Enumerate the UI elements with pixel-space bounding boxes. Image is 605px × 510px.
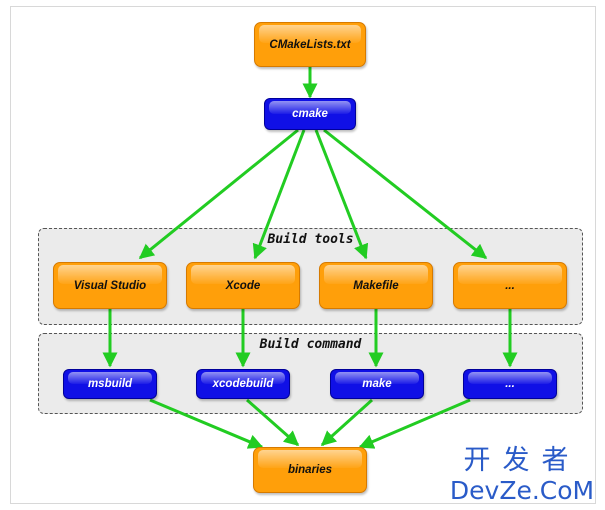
build-tool-label: Xcode — [225, 279, 261, 292]
arrow-cmake-to-makefile — [314, 129, 369, 260]
build-tool-visual-studio: Visual Studio — [53, 262, 167, 309]
cmakelists-label: CMakeLists.txt — [269, 38, 351, 51]
arrow-msbuild-to-binaries — [149, 398, 264, 449]
arrow-xcodebuild-to-binaries — [246, 398, 300, 447]
build-command-label: make — [362, 378, 392, 390]
build-command-msbuild: msbuild — [63, 369, 157, 399]
arrow-cmake-to-visual-studio — [138, 128, 299, 260]
build-command-xcodebuild: xcodebuild — [196, 369, 290, 399]
build-command-label: ... — [505, 378, 515, 390]
cmake-label: cmake — [292, 108, 328, 120]
arrow-make-to-binaries — [320, 398, 374, 447]
arrow-ellipsis-command-to-binaries — [358, 398, 471, 449]
build-command-make: make — [330, 369, 424, 399]
arrow-cmake-to-ellipsis-tool — [323, 128, 488, 260]
arrow-cmake-to-xcode — [252, 129, 306, 260]
build-tool-makefile: Makefile — [319, 262, 433, 309]
build-tool-ellipsis: ... — [453, 262, 567, 309]
watermark: 开发者 DevZe.CoM — [446, 446, 598, 506]
build-command-label: msbuild — [87, 378, 133, 390]
watermark-chinese: 开发者 — [463, 445, 581, 476]
build-tool-label: Makefile — [353, 279, 399, 292]
cmakelists-node: CMakeLists.txt — [254, 22, 366, 67]
binaries-label: binaries — [287, 464, 333, 476]
binaries-node: binaries — [253, 447, 367, 493]
cmake-node: cmake — [264, 98, 356, 130]
build-command-label: xcodebuild — [212, 378, 274, 390]
build-command-ellipsis: ... — [463, 369, 557, 399]
build-tool-label: Visual Studio — [73, 279, 147, 292]
build-tool-xcode: Xcode — [186, 262, 300, 309]
build-tools-title: Build tools — [267, 232, 354, 247]
watermark-latin: DevZe.CoM — [449, 476, 595, 505]
build-tool-label: ... — [505, 279, 515, 292]
build-command-title: Build command — [259, 337, 362, 352]
